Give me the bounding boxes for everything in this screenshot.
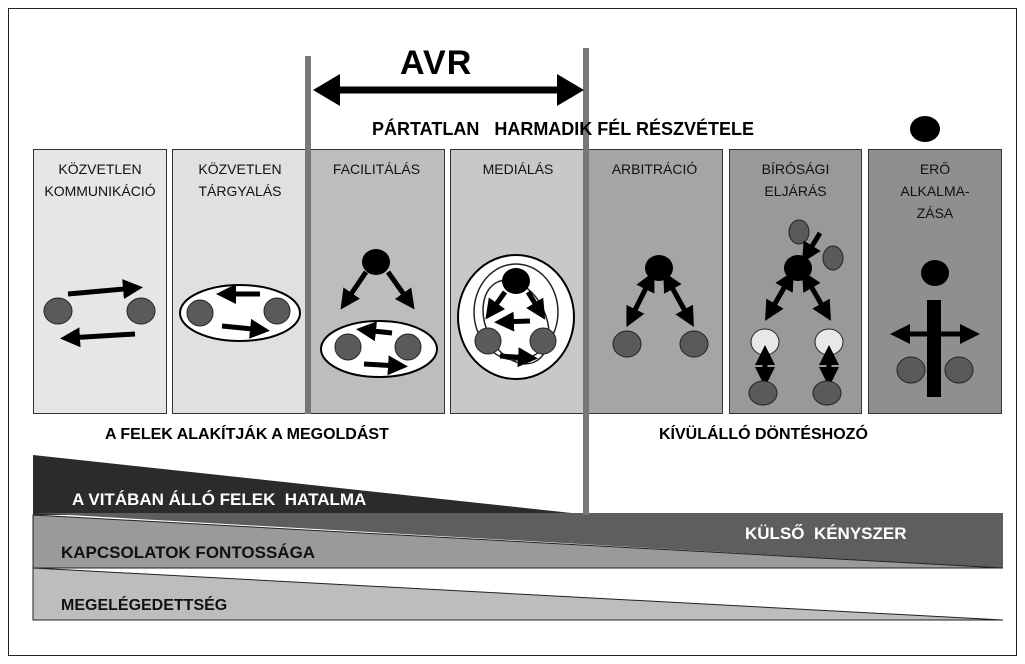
diagram-frame [8,8,1017,656]
direct-negotiation-graphic [179,284,301,342]
use-of-force-graphic [890,260,980,397]
power-wedge-label: A VITÁBAN ÁLLÓ FELEK HATALMA [72,490,367,509]
external-constraint-label: KÜLSŐ KÉNYSZER [745,524,907,543]
third-party-dot [910,116,940,142]
column-label: ALKALMA- [900,183,970,199]
third-party-label: PÁRTATLAN HARMADIK FÉL RÉSZVÉTELE [372,119,754,139]
column-label: ERŐ [919,161,951,177]
facilitation-graphic [320,249,438,378]
avr-arrow-right-head [557,74,584,106]
court-procedure-graphic [748,219,844,406]
arbitration-graphic [612,255,709,358]
avr-left-bar [305,56,311,414]
relationship-label: KAPCSOLATOK FONTOSSÁGA [61,543,316,562]
right-caption: KÍVÜLÁLLÓ DÖNTÉSHOZÓ [659,426,868,443]
column-label: TÁRGYALÁS [198,183,282,199]
column-direct-communication: KÖZVETLEN KOMMUNIKÁCIÓ [33,149,167,414]
column-court-procedure: BÍRÓSÁGI ELJÁRÁS [729,149,862,414]
avr-arrow-left-head [313,74,340,106]
satisfaction-label: MEGELÉGEDETTSÉG [61,597,228,614]
avr-label: AVR [400,44,473,82]
column-label: ZÁSA [916,205,954,221]
column-label: MEDIÁLÁS [482,161,554,177]
column-label: FACILITÁLÁS [332,161,421,177]
column-label: BÍRÓSÁGI [761,161,830,177]
power-wedge [33,455,590,515]
column-label: KÖZVETLEN [58,161,142,177]
avr-right-bar [583,48,589,515]
column-label: KÖZVETLEN [198,161,282,177]
relationship-wedge [32,514,1004,569]
column-label: ARBITRÁCIÓ [611,161,698,177]
column-facilitation: FACILITÁLÁS [308,149,445,414]
mediation-graphic [457,254,575,380]
direct-communication-graphic [43,279,156,348]
column-label: ELJÁRÁS [764,183,827,199]
left-caption: A FELEK ALAKÍTJÁK A MEGOLDÁST [105,426,389,443]
column-arbitration: ARBITRÁCIÓ [586,149,723,414]
column-label: KOMMUNIKÁCIÓ [44,183,156,199]
satisfaction-wedge [32,567,1004,621]
